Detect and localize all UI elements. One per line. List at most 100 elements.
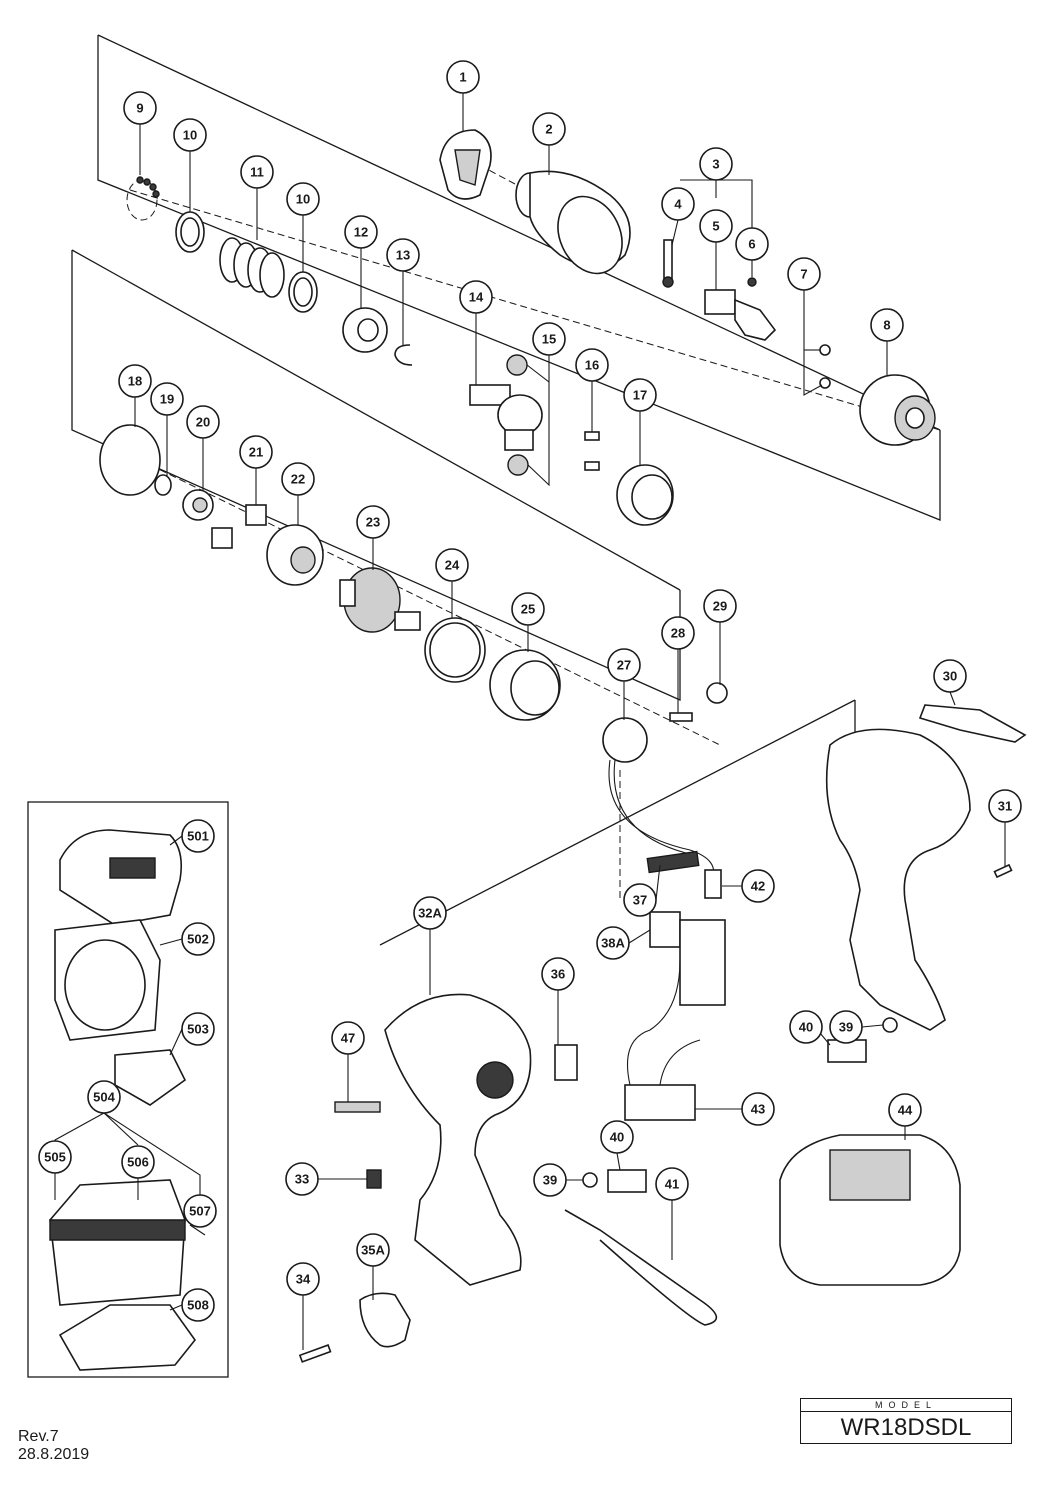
callout-13: 13	[386, 238, 420, 272]
part-19-washer	[154, 474, 172, 496]
part-501-charger	[59, 829, 183, 926]
part-35A-hook	[359, 1292, 411, 1348]
callout-44: 44	[888, 1093, 922, 1127]
svg-text:41: 41	[665, 1177, 679, 1192]
svg-text:501: 501	[187, 829, 209, 844]
callout-507: 507	[183, 1194, 217, 1228]
part-12-washer	[342, 307, 388, 353]
callout-19: 19	[150, 382, 184, 416]
callout-30: 30	[933, 659, 967, 693]
part-21-blocks	[211, 504, 267, 549]
callout-5: 5	[699, 209, 733, 243]
callout-36: 36	[541, 957, 575, 991]
svg-text:47: 47	[341, 1031, 355, 1046]
callout-2: 2	[532, 112, 566, 146]
svg-text:22: 22	[291, 472, 305, 487]
callout-43: 43	[741, 1092, 775, 1126]
svg-text:38A: 38A	[601, 936, 625, 951]
svg-text:31: 31	[998, 799, 1012, 814]
part-37-plate	[646, 850, 700, 874]
part-6-pin	[747, 277, 757, 287]
part-1-cap	[439, 129, 492, 200]
part-23-rotor	[339, 567, 421, 633]
svg-text:1: 1	[459, 70, 466, 85]
svg-text:21: 21	[249, 445, 263, 460]
svg-text:40: 40	[610, 1130, 624, 1145]
callout-503: 503	[181, 1012, 215, 1046]
callout-27: 27	[607, 648, 641, 682]
svg-text:9: 9	[136, 101, 143, 116]
callout-41: 41	[655, 1167, 689, 1201]
callout-28: 28	[661, 616, 695, 650]
part-8-hammer-case	[859, 374, 936, 446]
callout-12: 12	[344, 215, 378, 249]
part-44-battery	[779, 1134, 961, 1286]
svg-text:10: 10	[183, 128, 197, 143]
part-14-spindle	[469, 384, 543, 451]
svg-text:25: 25	[521, 602, 535, 617]
svg-text:6: 6	[748, 237, 755, 252]
svg-text:23: 23	[366, 515, 380, 530]
part-504-systainer	[49, 1179, 186, 1306]
svg-text:506: 506	[127, 1155, 149, 1170]
callout-9: 9	[123, 91, 157, 125]
svg-text:13: 13	[396, 248, 410, 263]
svg-text:24: 24	[445, 558, 460, 573]
part-2-front-case	[515, 170, 631, 275]
part-25-stator	[489, 649, 561, 721]
svg-text:44: 44	[898, 1103, 913, 1118]
part-24-washer	[424, 617, 486, 683]
part-38A-trigger-switch	[649, 911, 726, 1006]
svg-text:32A: 32A	[418, 906, 442, 921]
callout-501: 501	[181, 819, 215, 853]
callout-14: 14	[459, 280, 493, 314]
part-508-tray	[58, 1304, 197, 1371]
callout-34: 34	[286, 1262, 320, 1296]
callout-37: 37	[623, 883, 657, 917]
svg-text:5: 5	[712, 219, 719, 234]
part-33-button	[366, 1169, 382, 1189]
callout-508: 508	[181, 1288, 215, 1322]
part-16-pins	[584, 431, 600, 471]
callout-42: 42	[741, 869, 775, 903]
part-9-steel-balls	[126, 176, 160, 221]
part-4-screw	[662, 239, 674, 288]
svg-text:39: 39	[839, 1020, 853, 1035]
svg-text:27: 27	[617, 658, 631, 673]
callout-25: 25	[511, 592, 545, 626]
callout-6: 6	[735, 227, 769, 261]
part-42-core	[704, 869, 722, 899]
svg-text:502: 502	[187, 932, 209, 947]
part-34-screw	[298, 1344, 332, 1363]
callout-47: 47	[331, 1021, 365, 1055]
svg-text:4: 4	[674, 197, 682, 212]
svg-text:507: 507	[189, 1204, 211, 1219]
part-11-spring	[219, 237, 285, 298]
svg-text:37: 37	[633, 893, 647, 908]
housing-left-half-32A	[384, 993, 532, 1286]
svg-text:36: 36	[551, 967, 565, 982]
callout-39-b: 39	[533, 1163, 567, 1197]
part-503-insert	[114, 1049, 187, 1106]
part-43-controller	[624, 959, 701, 1121]
svg-text:7: 7	[800, 267, 807, 282]
callout-17: 17	[623, 378, 657, 412]
model-name: WR18DSDL	[840, 1414, 972, 1441]
callout-1: 1	[446, 60, 480, 94]
part-5-anvil	[704, 289, 777, 341]
part-20-bearing	[182, 489, 214, 521]
part-41-strap	[564, 1209, 718, 1326]
axis-lines	[129, 159, 941, 900]
part-17-internal-gear	[616, 464, 674, 526]
callout-23: 23	[356, 505, 390, 539]
callout-18: 18	[118, 364, 152, 398]
accessory-inset-frame	[27, 801, 229, 1378]
svg-text:503: 503	[187, 1022, 209, 1037]
callout-16: 16	[575, 348, 609, 382]
leader-lines	[54, 93, 1006, 1350]
svg-text:8: 8	[883, 318, 890, 333]
callout-32A: 32A	[413, 896, 447, 930]
svg-text:35A: 35A	[361, 1243, 385, 1258]
callout-7: 7	[787, 257, 821, 291]
